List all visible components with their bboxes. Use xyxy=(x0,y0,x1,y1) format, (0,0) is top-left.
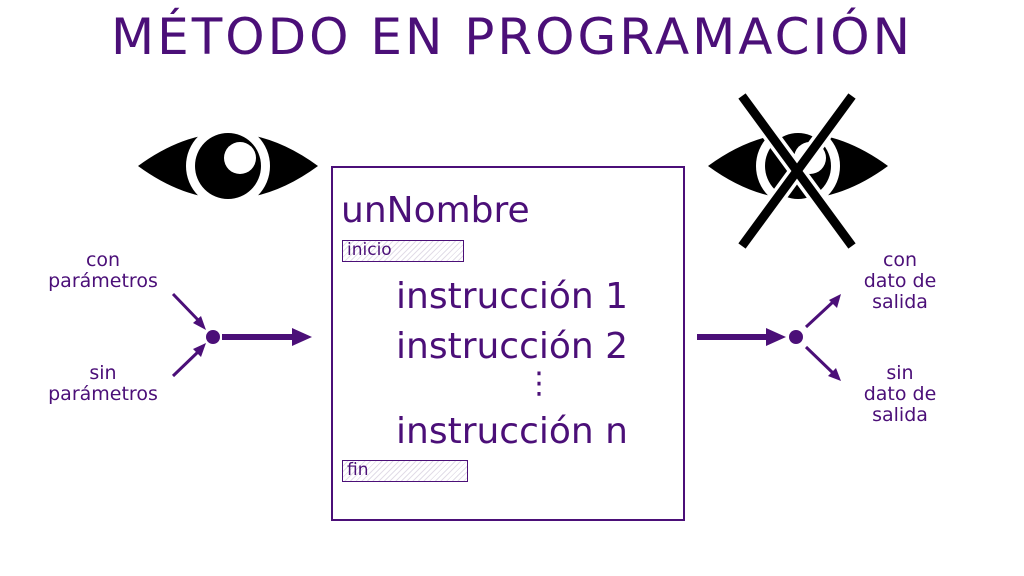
eye-crossed-icon xyxy=(708,91,888,251)
input-junction-dot xyxy=(206,330,220,344)
input-arrows xyxy=(171,292,312,378)
method-name: unNombre xyxy=(341,190,530,231)
output-junction-dot xyxy=(789,330,803,344)
label-with-output: con dato de salida xyxy=(863,249,937,313)
method-box xyxy=(331,166,685,521)
instruction-1: instrucción 1 xyxy=(396,276,629,317)
label-without-params: sin parámetros xyxy=(48,362,158,405)
end-tag: fin xyxy=(342,460,468,482)
instruction-2: instrucción 2 xyxy=(396,326,629,367)
ellipsis: ⋮ xyxy=(524,366,554,401)
eye-icon xyxy=(138,124,318,208)
page-title: MÉTODO EN PROGRAMACIÓN xyxy=(110,8,914,66)
label-without-output: sin dato de salida xyxy=(863,362,937,426)
instruction-n: instrucción n xyxy=(396,411,628,452)
label-with-params: con parámetros xyxy=(48,249,158,292)
output-arrows xyxy=(697,294,841,381)
start-tag: inicio xyxy=(342,240,464,262)
